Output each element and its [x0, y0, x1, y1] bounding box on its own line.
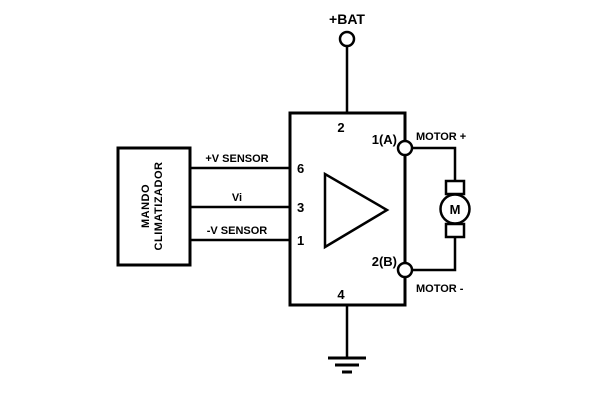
controller-label-line1: MANDO: [140, 184, 152, 228]
controller-label-line2: CLIMATIZADOR: [153, 162, 165, 251]
motor-symbol-label: M: [450, 202, 461, 217]
motor-plus-label: MOTOR +: [416, 131, 466, 143]
pin-out-b: 2(B): [372, 254, 397, 269]
pin-out-a: 1(A): [372, 132, 397, 147]
pin-supply: 2: [337, 120, 344, 135]
motor-brush-top-icon: [444, 179, 466, 196]
pin-in-signal: 3: [297, 200, 304, 215]
motor-brush-bottom-icon: [444, 222, 466, 239]
output-terminal-a-icon: [396, 139, 414, 157]
battery-label: +BAT: [329, 11, 365, 27]
pin-in-minus: 1: [297, 233, 304, 248]
wire-motor-plus: [412, 146, 457, 181]
output-terminal-b-icon: [396, 261, 414, 279]
pin-ground: 4: [337, 287, 345, 302]
wire-motor-minus: [412, 237, 457, 272]
pin-in-plus: 6: [297, 161, 304, 176]
motor-minus-label: MOTOR -: [416, 283, 464, 295]
signal-label-v-sensor-minus: -V SENSOR: [207, 225, 268, 237]
signal-label-vi: Vi: [232, 192, 242, 204]
battery-terminal-icon: [338, 30, 356, 48]
signal-label-v-sensor-plus: +V SENSOR: [205, 153, 268, 165]
opamp-triangle-icon: [323, 171, 390, 250]
